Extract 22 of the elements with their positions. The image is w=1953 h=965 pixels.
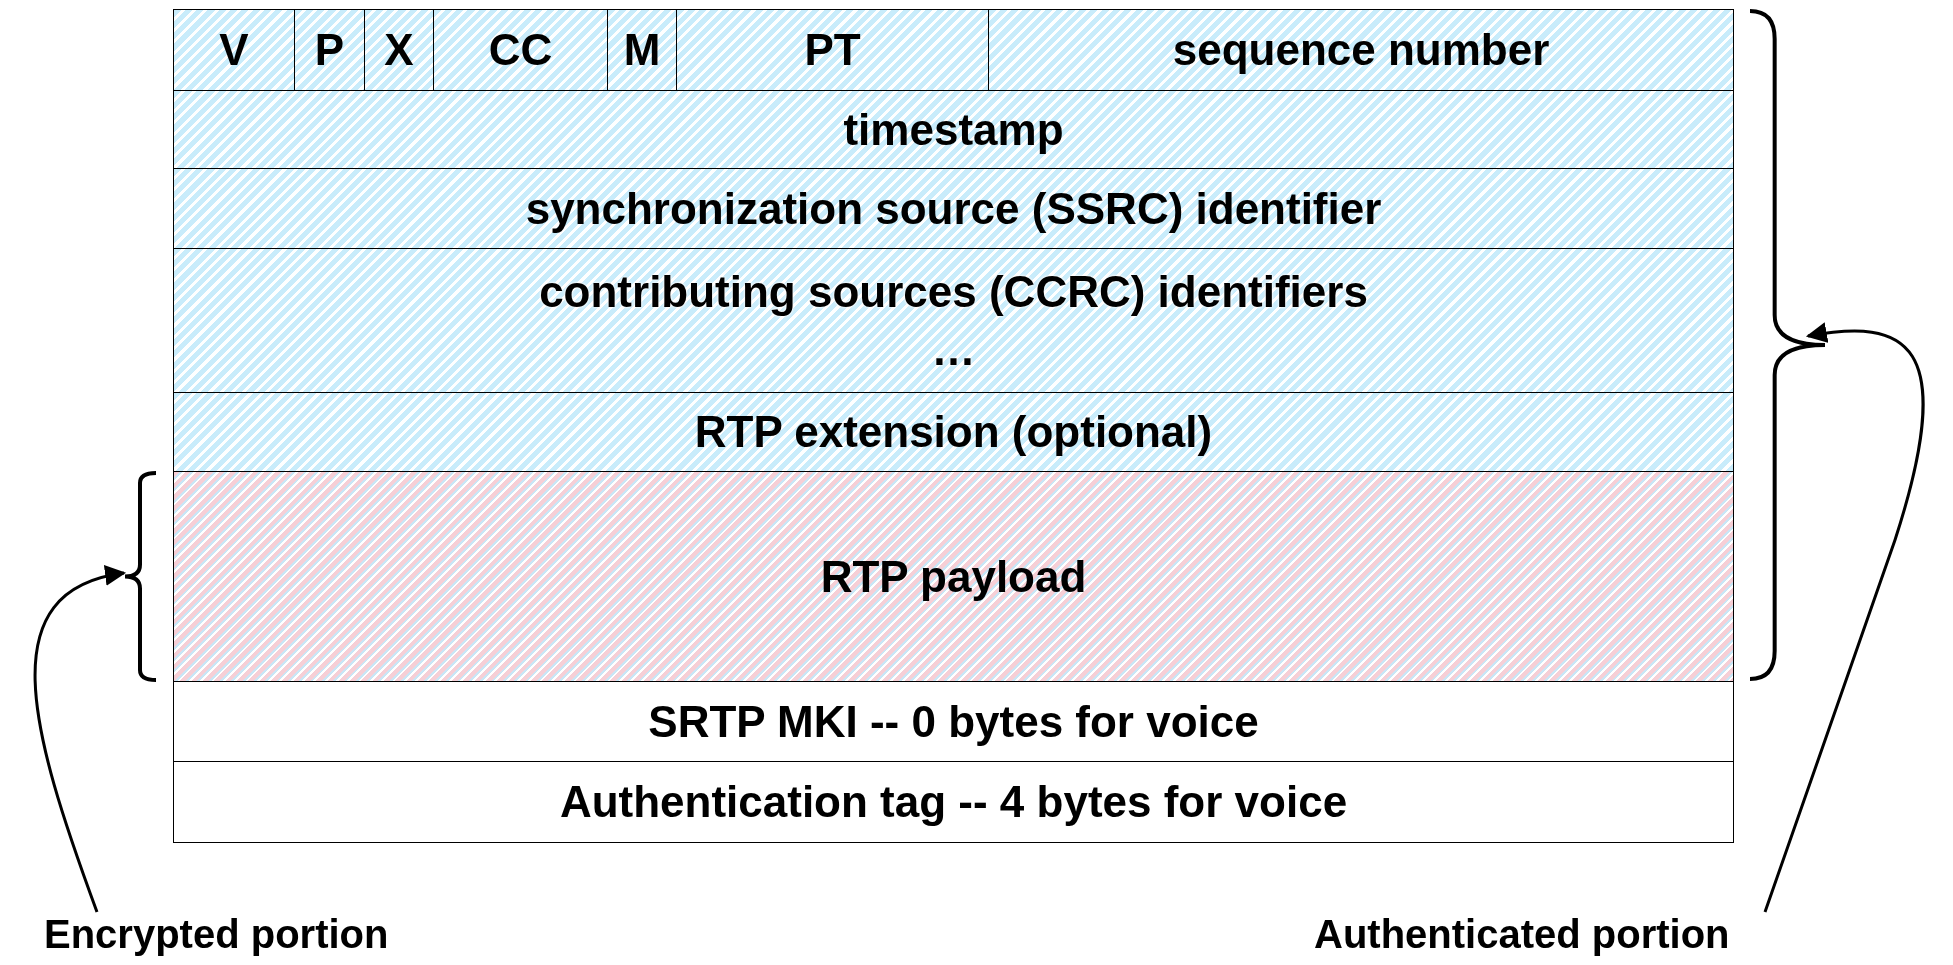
header-field: PT <box>676 9 989 91</box>
header-field: sequence number <box>988 9 1734 91</box>
payload-field: RTP payload <box>173 471 1734 682</box>
trailer-field: SRTP MKI -- 0 bytes for voice <box>173 681 1734 762</box>
trailer-field: Authentication tag -- 4 bytes for voice <box>173 761 1734 843</box>
curly-brace <box>122 471 158 682</box>
field-label: contributing sources (CCRC) identifiers <box>539 266 1368 319</box>
leader-arrow <box>1763 322 1925 913</box>
header-field: M <box>607 9 677 91</box>
header-field <box>173 248 1734 393</box>
header-field: P <box>294 9 365 91</box>
leader-arrow <box>33 566 127 913</box>
portion-label: Encrypted portion <box>44 912 389 957</box>
header-field: timestamp <box>173 90 1734 169</box>
header-field: CC <box>433 9 608 91</box>
header-field: RTP extension (optional) <box>173 392 1734 472</box>
header-field: synchronization source (SSRC) identifier <box>173 168 1734 249</box>
portion-label: Authenticated portion <box>1314 912 1730 957</box>
header-field: V <box>173 9 295 91</box>
header-field: X <box>364 9 434 91</box>
ellipsis: … <box>931 323 976 376</box>
curly-brace <box>1748 9 1828 681</box>
